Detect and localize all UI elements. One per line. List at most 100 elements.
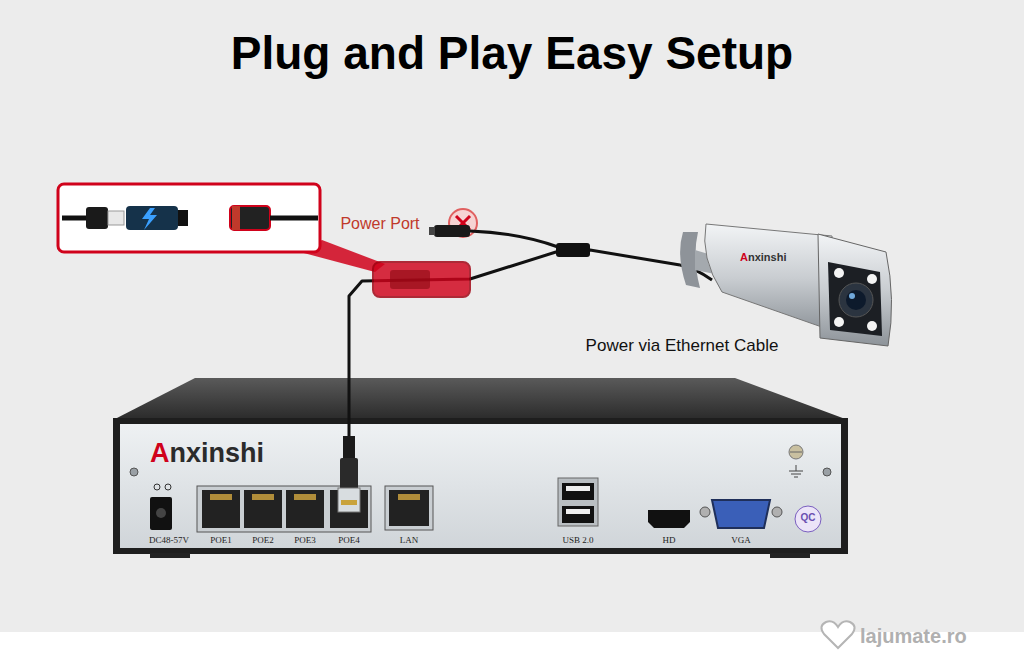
inset-callout bbox=[142, 208, 157, 230]
inset-callout bbox=[270, 216, 318, 221]
port-label: USB 2.0 bbox=[562, 535, 593, 545]
watermark-icon bbox=[821, 621, 854, 648]
nvr-illustration bbox=[794, 477, 798, 478]
nvr-illustration bbox=[252, 494, 274, 500]
inset-callout bbox=[58, 184, 320, 252]
no-power-symbol bbox=[449, 209, 477, 237]
nvr-illustration bbox=[244, 490, 282, 528]
nvr-illustration bbox=[130, 468, 138, 476]
power-pigtail bbox=[429, 225, 558, 247]
watermark-icon bbox=[821, 621, 854, 648]
nvr-illustration bbox=[795, 506, 821, 532]
nvr-illustration bbox=[566, 486, 590, 491]
background bbox=[0, 0, 1024, 632]
camera-illustration bbox=[867, 274, 877, 284]
nvr-illustration bbox=[330, 490, 368, 528]
network-plug bbox=[341, 500, 357, 505]
splitter-junction bbox=[556, 243, 590, 257]
port-label: VGA bbox=[731, 535, 751, 545]
poe-port: POE4 bbox=[330, 436, 368, 548]
nvr-illustration bbox=[113, 418, 848, 554]
nvr-illustration bbox=[648, 510, 690, 528]
camera-illustration bbox=[705, 224, 836, 332]
nvr-illustration bbox=[120, 424, 841, 548]
camera-illustration bbox=[834, 268, 844, 278]
port-label: POE2 bbox=[252, 535, 274, 545]
callout-label: Power Port bbox=[340, 215, 419, 233]
nvr-illustration bbox=[772, 507, 782, 517]
highlighted-connector bbox=[373, 262, 470, 297]
nvr-illustration bbox=[210, 494, 232, 500]
nvr-illustration bbox=[398, 494, 420, 500]
no-power-symbol bbox=[449, 209, 477, 237]
qc-sticker-text: QC bbox=[801, 512, 816, 524]
port-label: HD bbox=[663, 535, 676, 545]
network-plug bbox=[340, 458, 358, 490]
camera-illustration bbox=[680, 265, 712, 280]
network-plug bbox=[338, 488, 360, 512]
inset-callout bbox=[62, 216, 88, 221]
camera-box: Anxinshi bbox=[680, 215, 895, 335]
title: Plug and Play Easy Setup bbox=[0, 27, 1024, 80]
brand-logo: Anxinshi bbox=[740, 251, 786, 264]
watermark: lajumate.ro bbox=[860, 625, 967, 648]
inset-callout bbox=[58, 184, 385, 272]
inset-callout bbox=[108, 211, 124, 225]
nvr-illustration bbox=[286, 490, 324, 528]
nvr-illustration bbox=[823, 468, 831, 476]
nvr-illustration bbox=[790, 452, 802, 453]
nvr-illustration bbox=[562, 506, 594, 523]
nvr-illustration bbox=[385, 486, 433, 530]
inset-callout bbox=[86, 207, 108, 229]
nvr-illustration bbox=[558, 478, 598, 526]
nvr-illustration bbox=[197, 486, 371, 532]
brand-logo: Anxinshi bbox=[150, 438, 264, 469]
port-label: LAN bbox=[400, 535, 419, 545]
highlighted-connector bbox=[373, 262, 470, 297]
nvr-illustration bbox=[150, 497, 172, 530]
camera-illustration bbox=[846, 290, 866, 310]
camera-illustration bbox=[680, 224, 892, 346]
nvr-illustration bbox=[150, 553, 190, 558]
nvr-illustration bbox=[789, 445, 803, 459]
port-label: POE1 bbox=[210, 535, 232, 545]
camera-illustration bbox=[834, 317, 844, 327]
network-plug bbox=[338, 436, 360, 512]
power-pigtail bbox=[434, 225, 470, 237]
nvr-illustration bbox=[789, 471, 803, 472]
camera-illustration bbox=[849, 293, 855, 299]
inset-callout bbox=[178, 210, 188, 226]
nvr-illustration bbox=[294, 494, 316, 500]
nvr-box: POE4 Anxinshi bbox=[115, 378, 848, 555]
nvr-illustration bbox=[154, 484, 160, 490]
nvr-illustration bbox=[562, 483, 594, 500]
camera-illustration bbox=[695, 250, 735, 278]
camera-illustration bbox=[680, 232, 700, 288]
port-label: POE3 bbox=[294, 535, 316, 545]
port-label: POE4 bbox=[338, 535, 360, 545]
power-pigtail bbox=[470, 231, 558, 247]
nvr-illustration bbox=[156, 508, 166, 518]
inset-callout bbox=[300, 240, 385, 272]
nvr-illustration bbox=[566, 509, 590, 514]
highlighted-connector bbox=[390, 270, 430, 289]
nvr-illustration bbox=[202, 490, 240, 528]
power-pigtail bbox=[429, 227, 435, 235]
network-plug bbox=[343, 436, 355, 460]
no-power-symbol bbox=[456, 216, 470, 230]
nvr-illustration bbox=[791, 474, 801, 475]
camera-illustration bbox=[867, 321, 877, 331]
camera-illustration bbox=[839, 283, 873, 317]
inset-callout bbox=[126, 206, 178, 230]
inset-callout bbox=[230, 206, 270, 230]
nvr-illustration bbox=[770, 553, 810, 558]
camera-illustration bbox=[828, 262, 882, 336]
camera-illustration bbox=[818, 234, 892, 346]
nvr-illustration bbox=[700, 507, 710, 517]
splitter-junction bbox=[556, 243, 590, 257]
port-label: DC48-57V bbox=[149, 535, 189, 545]
